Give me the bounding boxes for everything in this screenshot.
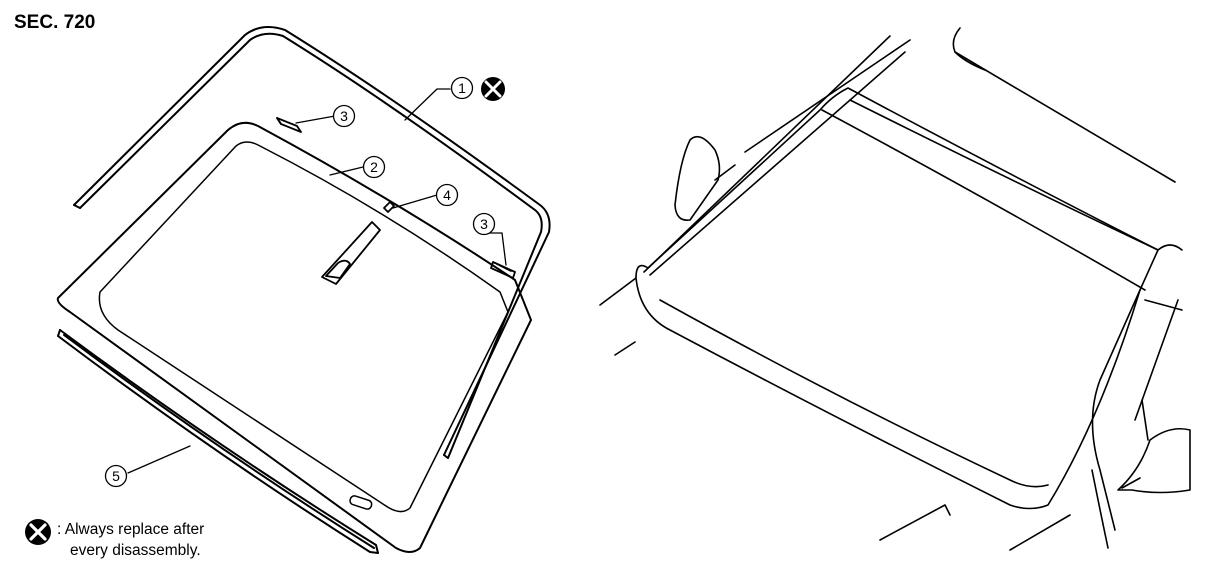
callout-3-top: 3 <box>332 104 356 128</box>
legend-line-2: every disassembly. <box>70 542 201 559</box>
spacer-top <box>276 117 302 133</box>
car-installed-view <box>599 27 1191 551</box>
svg-text:1: 1 <box>458 80 466 96</box>
svg-text:3: 3 <box>480 216 488 232</box>
outer-molding <box>73 25 551 459</box>
callout-4: 4 <box>435 183 459 207</box>
svg-text:2: 2 <box>370 159 378 175</box>
leader-lines <box>127 88 507 474</box>
svg-text:5: 5 <box>112 468 120 484</box>
callout-2: 2 <box>362 155 386 179</box>
x-circle-icon <box>25 519 51 545</box>
callout-5: 5 <box>104 464 128 488</box>
section-label: SEC. 720 <box>14 12 96 33</box>
mirror-base <box>321 201 395 285</box>
callout-3-right: 3 <box>472 212 496 236</box>
exploded-view: 1 3 2 4 3 5 <box>56 25 551 554</box>
x-circle-icon <box>481 77 505 101</box>
legend: : Always replace after every disassembly… <box>57 519 204 561</box>
legend-line-1: : Always replace after <box>57 521 205 538</box>
spacer-right <box>490 261 516 279</box>
svg-text:3: 3 <box>340 108 348 124</box>
svg-text:4: 4 <box>443 187 451 203</box>
lower-molding <box>57 329 379 554</box>
windshield-glass <box>56 121 532 553</box>
callout-1: 1 <box>450 76 474 100</box>
